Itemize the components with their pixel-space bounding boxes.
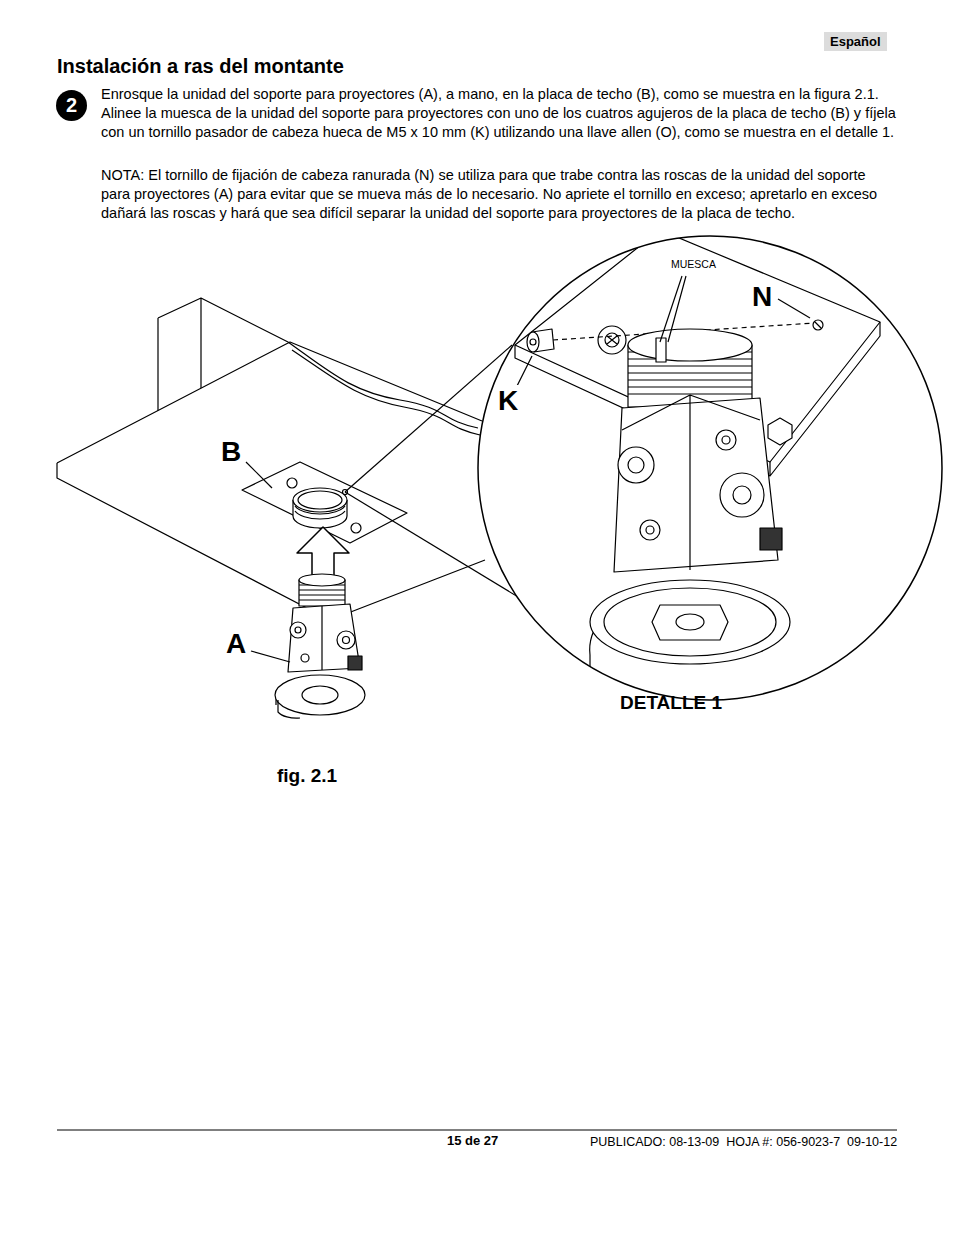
step-number-circle: 2 <box>56 90 87 121</box>
language-tag: Español <box>824 32 887 51</box>
callout-letter: N <box>750 281 774 313</box>
figure-caption: fig. 2.1 <box>277 765 337 787</box>
page-number: 15 de 27 <box>447 1134 498 1149</box>
instruction-text: Enrosque la unidad del soporte para proy… <box>101 85 896 142</box>
step-number: 2 <box>66 94 77 117</box>
detail-caption: DETALLE 1 <box>620 692 722 714</box>
publication-info: PUBLICADO: 08-13-09 HOJA #: 056-9023-7 0… <box>590 1135 897 1149</box>
note-text: NOTA: El tornillo de fijación de cabeza … <box>101 166 896 223</box>
callout-letter: K <box>496 385 520 417</box>
callout-letter: A <box>224 628 248 660</box>
language-name: Español <box>830 34 881 49</box>
part-label: MUESCA <box>671 258 716 270</box>
section-title: Instalación a ras del montante <box>57 53 344 79</box>
callout-letter: B <box>219 436 243 468</box>
